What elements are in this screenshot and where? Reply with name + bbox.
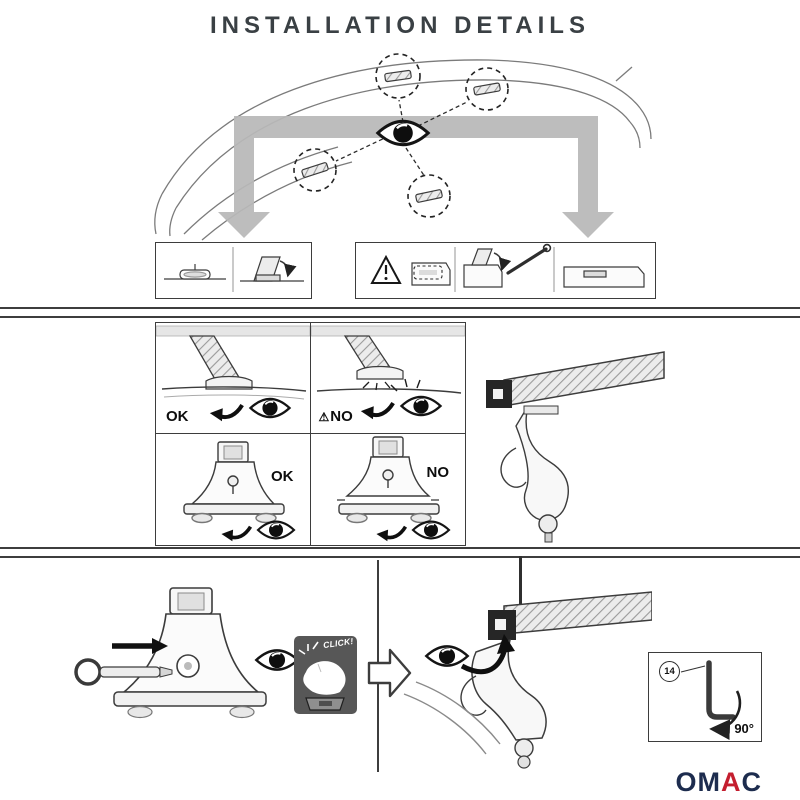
ok-no-comparison-grid: OK ⚠ NO [155, 322, 466, 546]
comparison-cell-pad-ok: OK [156, 323, 311, 434]
eye-icon [425, 645, 469, 667]
mount-point-slots [301, 69, 501, 203]
adapter-slot [493, 389, 503, 399]
no-text: NO [330, 408, 353, 425]
bar-support-line [519, 556, 522, 606]
pad-flush-ok-drawing [156, 325, 310, 433]
cover-open-tool-detail-box [355, 242, 656, 299]
ok-text: OK [166, 408, 189, 425]
crossbar [503, 351, 665, 407]
assembled-crossbar-illustration [403, 556, 652, 769]
look-arrow-icon [374, 524, 407, 542]
bolt-screw [544, 532, 553, 543]
warning-icon: ⚠ [318, 409, 330, 424]
lock-key [74, 658, 173, 686]
flip-cover-tool-panel [463, 243, 552, 288]
eye-icon [399, 395, 442, 417]
cover-closed-view [164, 264, 226, 280]
foot-seated-ok-drawing [183, 441, 296, 542]
logo-letter: C [741, 767, 762, 797]
eye-to-point-dashed-links [335, 99, 468, 178]
gap-emphasis-marks [362, 381, 390, 391]
no-label: ⚠ NO [319, 408, 353, 425]
section-divider-line [0, 316, 800, 318]
car-roof-mount-points-diagram [154, 53, 652, 241]
foot-profile [515, 405, 569, 522]
mount-point-markers [293, 53, 509, 218]
ok-label: OK [271, 468, 294, 485]
look-arrow-icon [360, 403, 392, 419]
alert-rays [390, 378, 421, 392]
clamp-hook [500, 447, 527, 488]
bolt-head [538, 514, 558, 534]
no-text: NO [426, 464, 450, 481]
comparison-cell-pad-no: ⚠ NO [310, 323, 465, 434]
bolt-nut [517, 755, 531, 769]
tighten-tool-box: 14 90° [648, 652, 762, 742]
roof-surface-lines [403, 681, 501, 755]
crossbar [503, 591, 652, 635]
look-arrow-icon [460, 634, 515, 675]
eye-icon [249, 397, 291, 419]
allen-key-drawing [680, 660, 742, 740]
next-step-arrow-icon [367, 648, 412, 698]
foot-lock-key-illustration [74, 587, 267, 719]
mount-cover-detail-drawing [164, 247, 304, 292]
logo-letter: O [675, 767, 698, 797]
click-burst [298, 641, 319, 655]
look-arrow-icon [220, 524, 252, 542]
press-hand-drawing [298, 641, 346, 711]
page-title: INSTALLATION DETAILS [210, 12, 590, 39]
insert-arrow-icon [112, 638, 168, 654]
fixation-points-band-arrows [218, 116, 614, 238]
comparison-cell-foot-no: NO [311, 434, 466, 545]
section-divider-line [0, 547, 800, 549]
foot-raised-no-drawing [336, 436, 450, 542]
hand-icon [303, 661, 346, 695]
eye-icon [411, 520, 450, 540]
mount-cover-detail-box [155, 242, 312, 299]
comparison-cell-foot-ok: OK [156, 434, 311, 545]
eye-icon [256, 520, 296, 540]
logo-letter: A [721, 767, 742, 797]
pad-gap-no-drawing [310, 325, 465, 433]
logo-letter: M [697, 767, 721, 797]
look-arrow-icon [210, 405, 242, 421]
section-divider-line [0, 556, 800, 558]
cover-open-view [240, 256, 304, 282]
brand-logo: O M A C [675, 767, 762, 798]
ok-label: OK [166, 408, 189, 425]
tool-size-badge: 14 [659, 661, 680, 682]
section-divider-line [0, 307, 800, 309]
press-click-inset: CLICK! [294, 636, 357, 714]
rotate-arrow-icon [709, 690, 742, 740]
ok-text: OK [271, 468, 294, 485]
crossbar-foot-assembly-illustration [486, 351, 665, 543]
foot-profile [471, 638, 547, 741]
allen-key-icon [706, 660, 736, 720]
warning-panel [370, 254, 451, 286]
tool-size-text: 14 [664, 666, 675, 677]
clamp-plate [523, 405, 559, 415]
cover-open-tool-drawing [370, 243, 645, 292]
bracket-panel [563, 266, 645, 288]
angle-label: 90° [734, 721, 754, 736]
no-label: NO [427, 464, 450, 481]
adapter-slot [495, 619, 506, 630]
bolt-head [514, 738, 534, 758]
